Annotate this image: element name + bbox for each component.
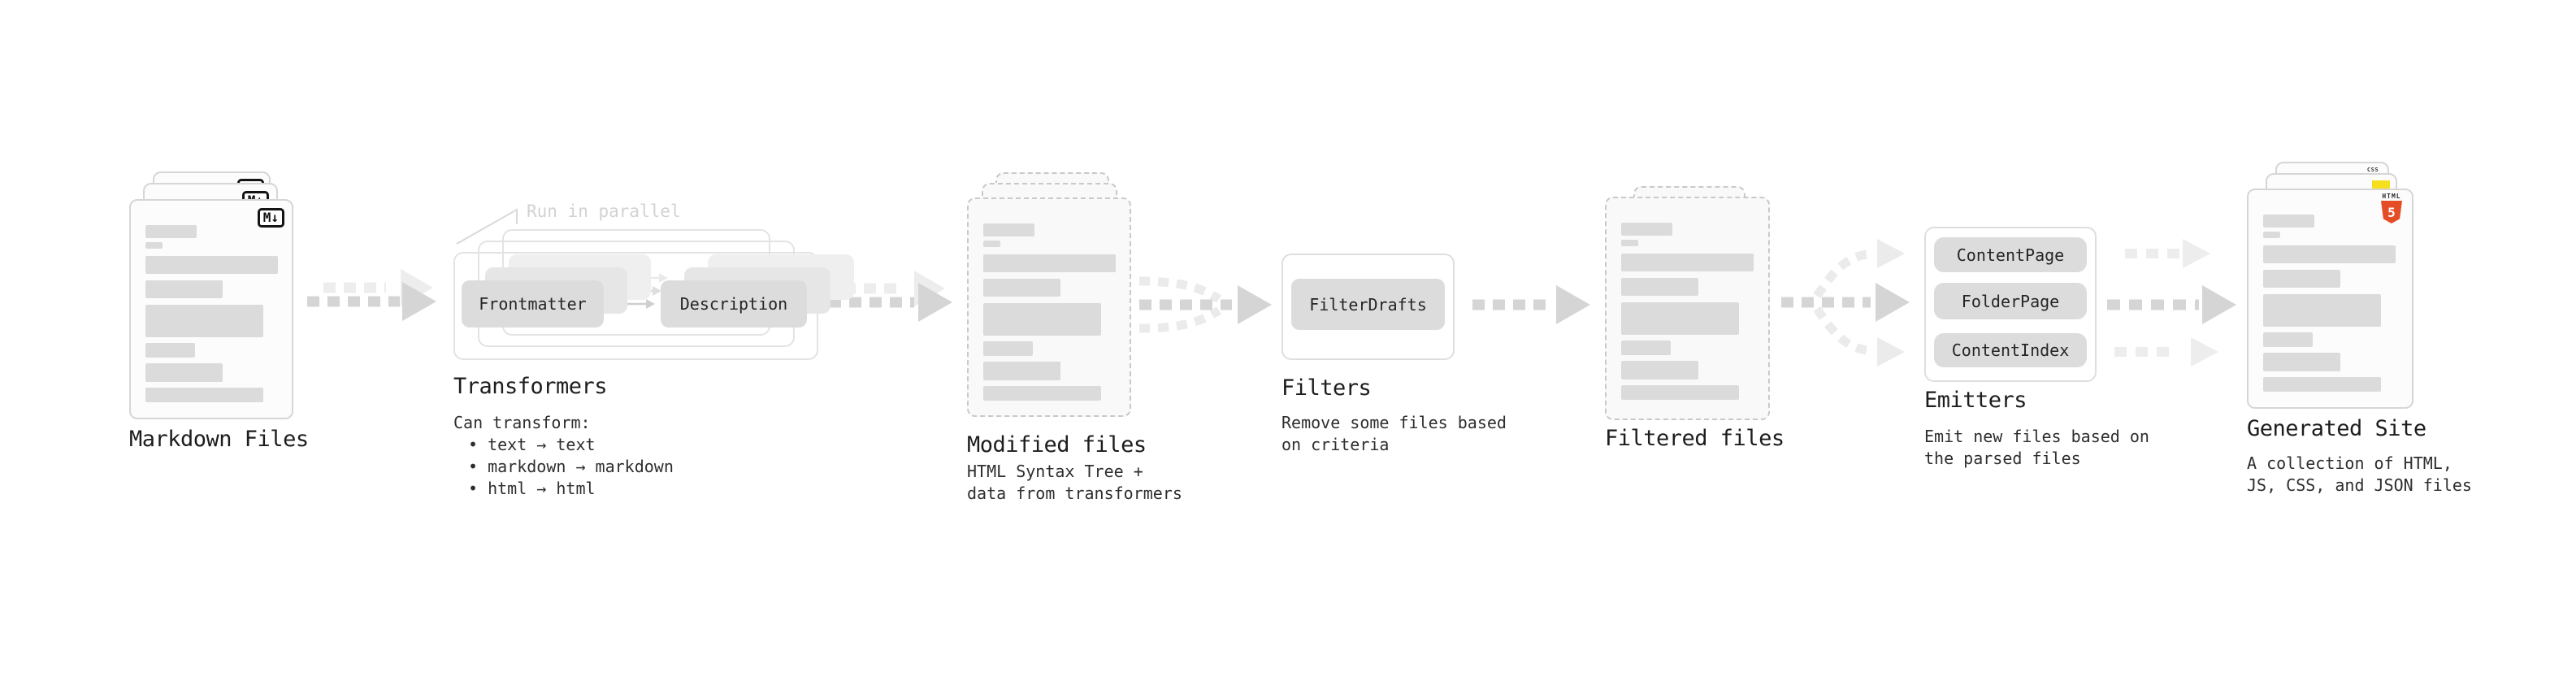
stage-title-transformers: Transformers (453, 374, 608, 399)
stage-title-modified-files: Modified files (967, 432, 1147, 458)
doc-text-bar (983, 341, 1033, 356)
doc-text-bar (1621, 340, 1671, 355)
emitters-desc-line1: Emit new files based on (1924, 427, 2149, 446)
generated-site-desc-line1: A collection of HTML, (2247, 453, 2452, 473)
doc-text-bar (1621, 240, 1638, 246)
html5-icon-shield: 5 (2381, 201, 2402, 223)
generated-site-description: A collection of HTML, JS, CSS, and JSON … (2247, 453, 2472, 497)
filters-desc-line2: on criteria (1281, 435, 1390, 454)
modified-files-desc-line1: HTML Syntax Tree + (967, 462, 1143, 481)
html5-icon: HTML 5 (2379, 193, 2404, 223)
doc-text-bar (2263, 353, 2340, 371)
doc-text-bar (2263, 294, 2381, 327)
arrow-filtered-to-emitters (1781, 239, 1910, 367)
transformers-description: Can transform: • text → text • markdown … (453, 412, 674, 500)
arrow-markdown-to-transformers (307, 269, 436, 321)
doc-text-bar (1621, 302, 1739, 335)
modified-files-description: HTML Syntax Tree + data from transformer… (967, 461, 1182, 505)
modified-file-card (967, 197, 1131, 417)
doc-text-bar (2263, 232, 2280, 238)
doc-text-bar (1621, 361, 1698, 380)
emitters-desc-line2: the parsed files (1924, 449, 2081, 468)
content-index-box: ContentIndex (1934, 333, 2087, 367)
doc-text-bar (1621, 278, 1698, 296)
doc-text-bar (145, 280, 223, 298)
generated-site-desc-line2: JS, CSS, and JSON files (2247, 475, 2472, 495)
doc-text-bar (145, 305, 263, 337)
doc-text-bar (1621, 254, 1754, 271)
content-page-box: ContentPage (1934, 237, 2087, 272)
doc-text-bar (2263, 270, 2340, 288)
emitters-description: Emit new files based on the parsed files (1924, 426, 2149, 470)
doc-text-bar (145, 225, 197, 238)
transformers-desc-heading: Can transform: (453, 413, 591, 432)
stage-title-filters: Filters (1281, 375, 1372, 401)
description-box: Description (661, 280, 807, 327)
html5-icon-number: 5 (2387, 204, 2396, 220)
doc-text-bar (145, 256, 278, 274)
doc-text-bar (983, 241, 1000, 247)
doc-text-bar (1621, 223, 1672, 236)
filtered-file-card (1605, 197, 1770, 420)
doc-text-bar (983, 223, 1034, 236)
doc-text-bar (983, 386, 1101, 401)
transformers-bullet-1: • text → text (468, 435, 596, 454)
transformers-bullet-3: • html → html (468, 479, 596, 498)
filters-desc-line1: Remove some files based (1281, 413, 1507, 432)
markdown-file-card: M↓ (129, 199, 293, 419)
stage-title-markdown-files: Markdown Files (129, 427, 309, 452)
filters-description: Remove some files based on criteria (1281, 412, 1507, 456)
run-in-parallel-label: Run in parallel (527, 202, 681, 221)
doc-text-bar (983, 362, 1060, 380)
doc-text-bar (983, 254, 1116, 272)
stage-title-filtered-files: Filtered files (1605, 426, 1785, 451)
transformers-bullet-2: • markdown → markdown (468, 457, 674, 476)
doc-text-bar (145, 388, 263, 402)
markdown-icon: M↓ (257, 208, 284, 228)
generated-site-card: HTML 5 (2247, 189, 2413, 409)
frontmatter-box: Frontmatter (462, 280, 604, 327)
arrow-modified-to-filters (1138, 276, 1272, 333)
filter-drafts-box: FilterDrafts (1291, 279, 1445, 330)
doc-text-bar (2263, 215, 2314, 228)
html5-icon-word: HTML (2382, 193, 2401, 200)
doc-text-bar (983, 279, 1060, 297)
doc-text-bar (2263, 377, 2381, 392)
js-icon (2372, 180, 2390, 191)
doc-text-bar (145, 343, 195, 358)
doc-text-bar (1621, 385, 1739, 400)
stage-title-generated-site: Generated Site (2247, 416, 2426, 441)
arrow-filters-to-filtered (1472, 285, 1590, 324)
doc-text-bar (145, 363, 223, 382)
doc-text-bar (145, 242, 163, 249)
doc-text-bar (2263, 332, 2313, 347)
folder-page-box: FolderPage (1934, 283, 2087, 319)
doc-text-bar (983, 303, 1101, 336)
modified-files-desc-line2: data from transformers (967, 484, 1182, 503)
run-in-parallel-leader-line (456, 208, 518, 245)
stage-title-emitters: Emitters (1924, 388, 2027, 413)
arrow-emitters-to-generated (2107, 239, 2236, 367)
css-icon-label: CSS (2366, 167, 2379, 173)
doc-text-bar (2263, 245, 2396, 263)
